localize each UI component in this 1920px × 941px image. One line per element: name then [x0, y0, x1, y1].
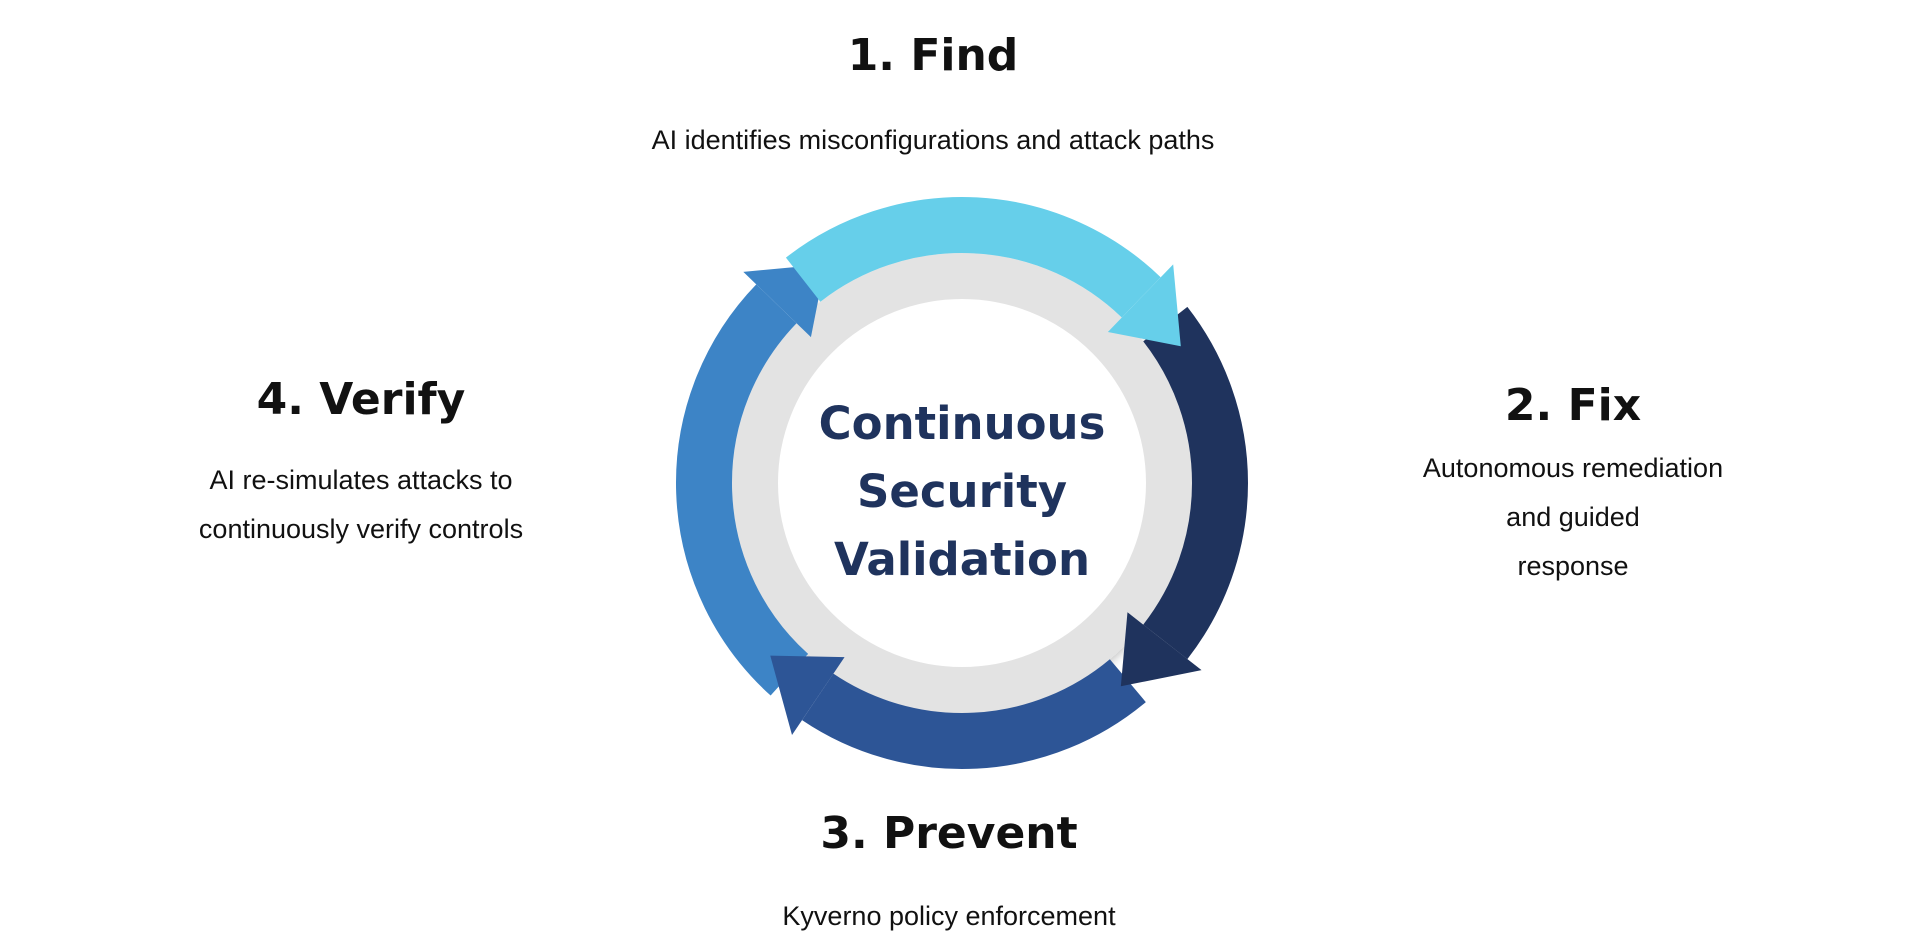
desc-line: Kyverno policy enforcement — [782, 901, 1116, 931]
desc-line: continuously verify controls — [198, 514, 524, 544]
step-fix-desc: Autonomous remediation and guided respons… — [1400, 444, 1747, 591]
arc-find — [785, 197, 1161, 318]
step-verify-title: 4. Verify — [256, 374, 466, 425]
step-fix-title: 2. Fix — [1504, 380, 1642, 431]
desc-line: response — [1517, 551, 1629, 581]
arrowhead-prevent — [770, 655, 845, 736]
arc-prevent — [802, 658, 1146, 769]
arc-verify — [676, 284, 809, 696]
center-line: Security — [856, 465, 1068, 518]
arrowhead-fix — [1120, 612, 1202, 687]
step-find-desc: AI identifies misconfigurations and atta… — [652, 116, 1215, 165]
arrowhead-find — [1107, 264, 1181, 347]
step-find-title: 1. Find — [847, 30, 1019, 81]
center-line: Validation — [833, 533, 1091, 586]
arc-fix — [1143, 306, 1248, 660]
desc-line: AI identifies misconfigurations and atta… — [651, 125, 1215, 155]
center-line: Continuous — [818, 397, 1106, 450]
inner-ring — [732, 253, 1192, 713]
desc-line: AI re-simulates attacks to — [209, 465, 513, 495]
step-verify-desc: AI re-simulates attacks to continuously v… — [199, 456, 523, 554]
step-prevent-title: 3. Prevent — [820, 808, 1078, 859]
step-prevent-desc: Kyverno policy enforcement — [782, 892, 1115, 941]
desc-line: Autonomous remediation and guided — [1422, 453, 1724, 532]
arrowhead-verify — [743, 264, 826, 338]
center-label: Continuous Security Validation — [819, 390, 1106, 594]
